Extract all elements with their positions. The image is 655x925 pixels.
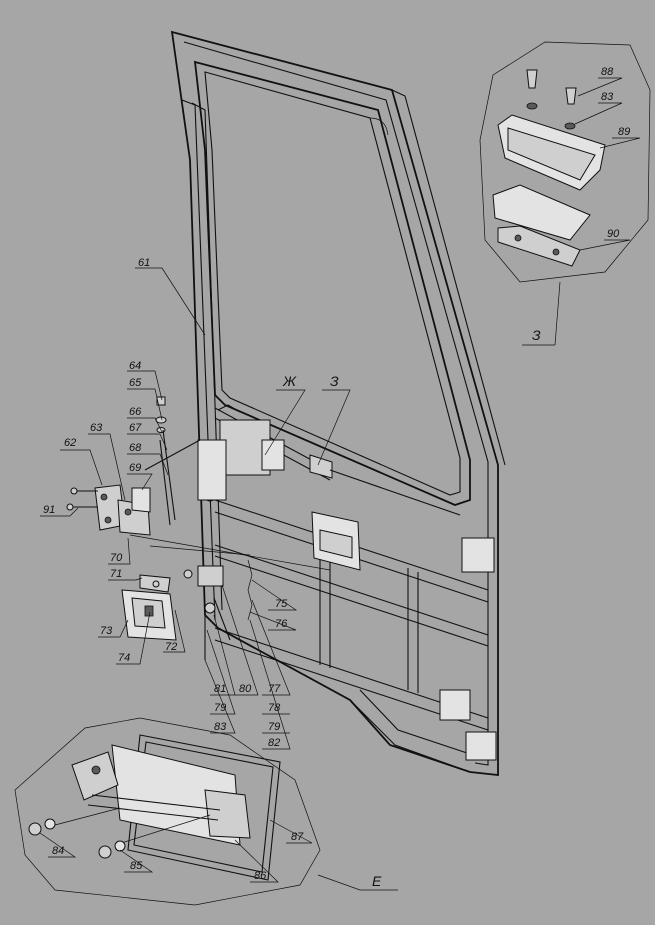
label-74: 74: [118, 652, 130, 664]
label-69: 69: [129, 462, 141, 474]
label-82: 82: [268, 737, 280, 749]
label-86: 86: [254, 870, 267, 882]
label-72: 72: [165, 641, 177, 653]
label-65: 65: [129, 377, 142, 389]
label-75: 75: [275, 598, 288, 610]
label-76: 76: [275, 618, 288, 630]
label-71: 71: [110, 568, 122, 580]
label-90: 90: [607, 228, 620, 240]
label-62: 62: [64, 437, 76, 449]
rod-mechanism: [197, 404, 461, 516]
label-66: 66: [129, 406, 142, 418]
leader-lines: [39, 77, 641, 883]
label-70: 70: [110, 552, 123, 564]
label-81: 81: [214, 683, 226, 695]
label-78: 78: [268, 702, 281, 714]
label-83-right: 83: [601, 91, 614, 103]
view-label-zh: Ж: [282, 373, 297, 389]
part-labels: 61 62 63 64 65 66 67 68 69 70 71 72 73 7…: [43, 66, 630, 889]
label-88: 88: [601, 66, 614, 78]
label-64: 64: [129, 360, 141, 372]
label-61: 61: [138, 257, 150, 269]
detail-z: [479, 41, 651, 346]
label-80: 80: [239, 683, 252, 695]
detail-e: [14, 717, 398, 906]
label-83-left: 83: [214, 721, 227, 733]
label-73: 73: [100, 625, 113, 637]
view-label-z: З: [330, 373, 339, 389]
label-85: 85: [130, 860, 143, 872]
label-63: 63: [90, 422, 103, 434]
label-67: 67: [129, 422, 142, 434]
label-77: 77: [268, 683, 281, 695]
label-68: 68: [129, 442, 142, 454]
label-91: 91: [43, 504, 55, 516]
detail-title-z: З: [532, 327, 541, 343]
door-frame: [170, 30, 506, 777]
label-79-left: 79: [214, 702, 226, 714]
label-89: 89: [618, 126, 630, 138]
label-84: 84: [52, 845, 64, 857]
label-87: 87: [291, 831, 304, 843]
detail-title-e: Е: [372, 873, 382, 889]
lock-parts: [66, 396, 331, 660]
label-79-right: 79: [268, 721, 280, 733]
